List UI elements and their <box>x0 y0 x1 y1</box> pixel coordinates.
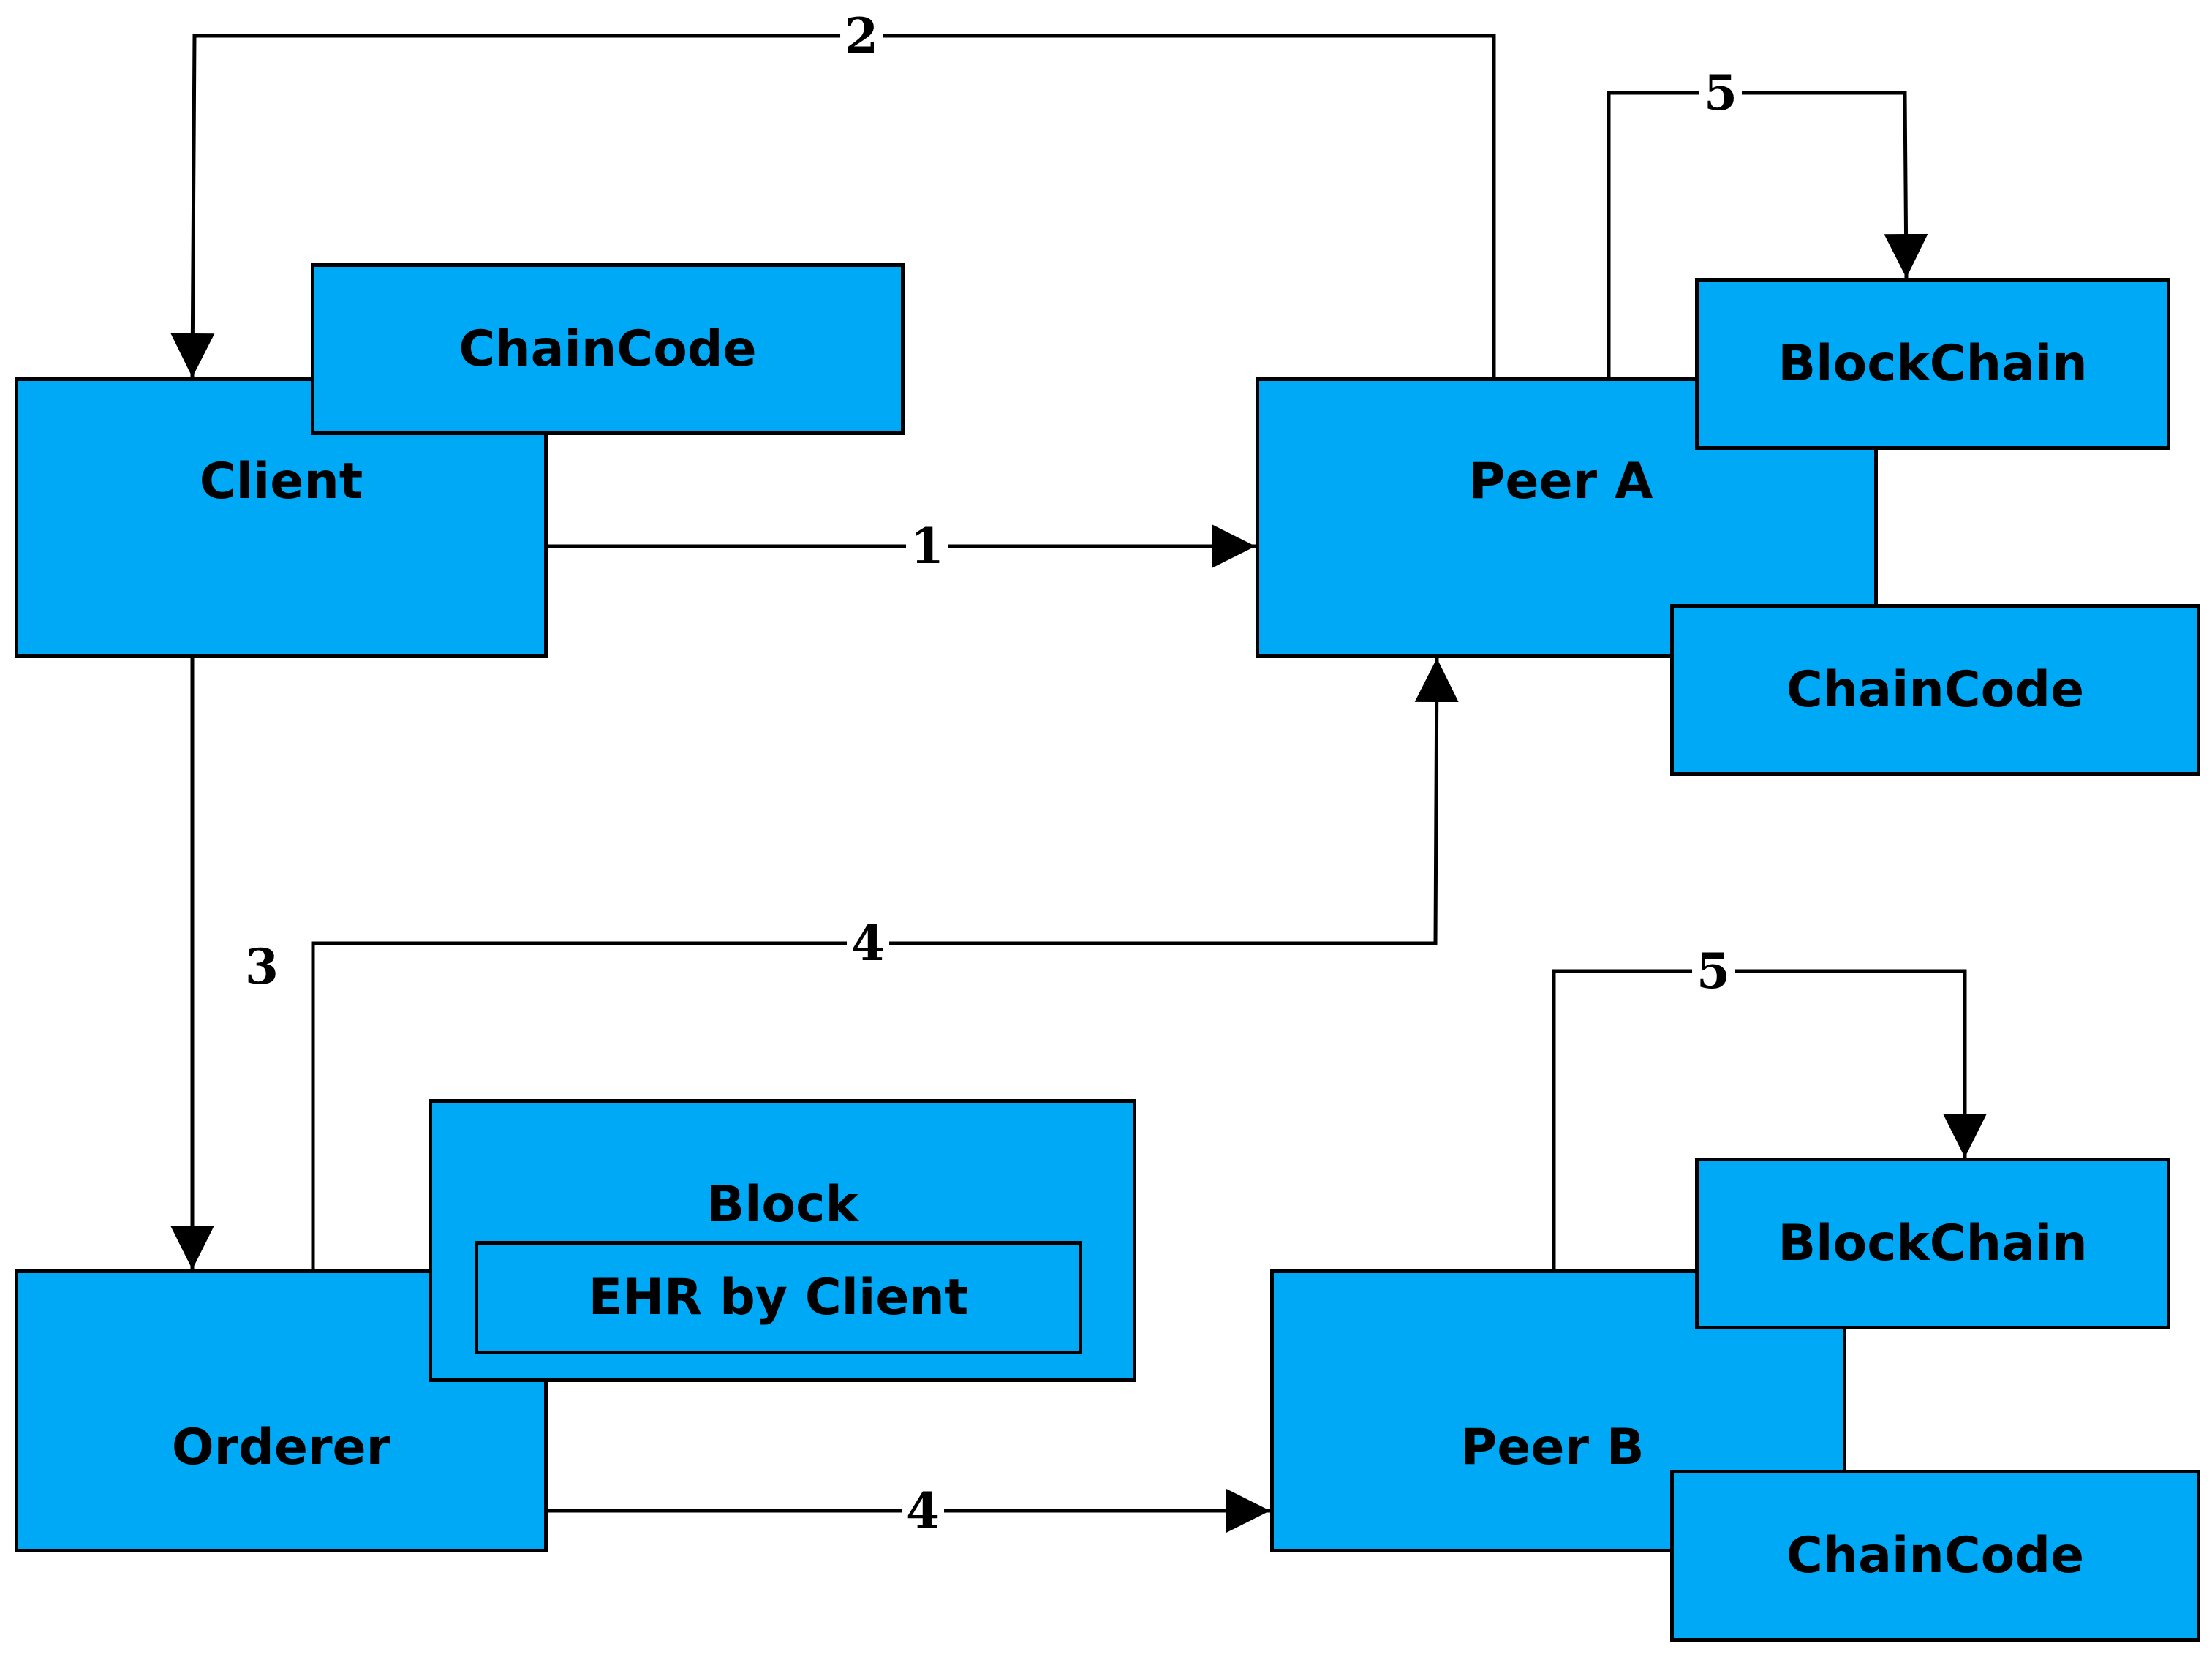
block-label: Block <box>706 1176 858 1234</box>
peer-a-chaincode-node: ChainCode <box>1670 604 2200 776</box>
edge-4b-step-label: 4 <box>902 1487 944 1535</box>
peer-b-label: Peer B <box>1460 1419 1645 1476</box>
peer-a-blockchain-node: BlockChain <box>1695 278 2170 450</box>
peer-a-chaincode-label: ChainCode <box>1786 661 2085 719</box>
client-chaincode-node: ChainCode <box>311 263 905 435</box>
peer-a-label: Peer A <box>1468 452 1653 510</box>
peer-b-blockchain-node: BlockChain <box>1695 1158 2170 1329</box>
edge-5b-step-label: 5 <box>1692 947 1735 995</box>
orderer-label: Orderer <box>171 1419 391 1476</box>
edge-2-step-label: 2 <box>840 12 883 60</box>
ehr-record-label: EHR by Client <box>588 1269 969 1326</box>
edge-4a-step-label: 4 <box>847 919 889 967</box>
edge-5-peer-a-to-blockchain <box>1607 91 1928 377</box>
ehr-record-node: EHR by Client <box>475 1241 1082 1354</box>
client-label: Client <box>199 452 363 510</box>
edge-5a-step-label: 5 <box>1699 69 1742 117</box>
peer-b-blockchain-label: BlockChain <box>1778 1215 2088 1272</box>
client-chaincode-label: ChainCode <box>458 320 757 378</box>
peer-b-chaincode-node: ChainCode <box>1670 1470 2200 1642</box>
peer-b-chaincode-label: ChainCode <box>1786 1527 2085 1585</box>
edge-3-step-label: 3 <box>245 938 279 995</box>
edge-5-peer-b-to-blockchain <box>1552 969 1987 1269</box>
peer-a-blockchain-label: BlockChain <box>1778 335 2088 393</box>
edge-1-step-label: 1 <box>906 522 948 570</box>
